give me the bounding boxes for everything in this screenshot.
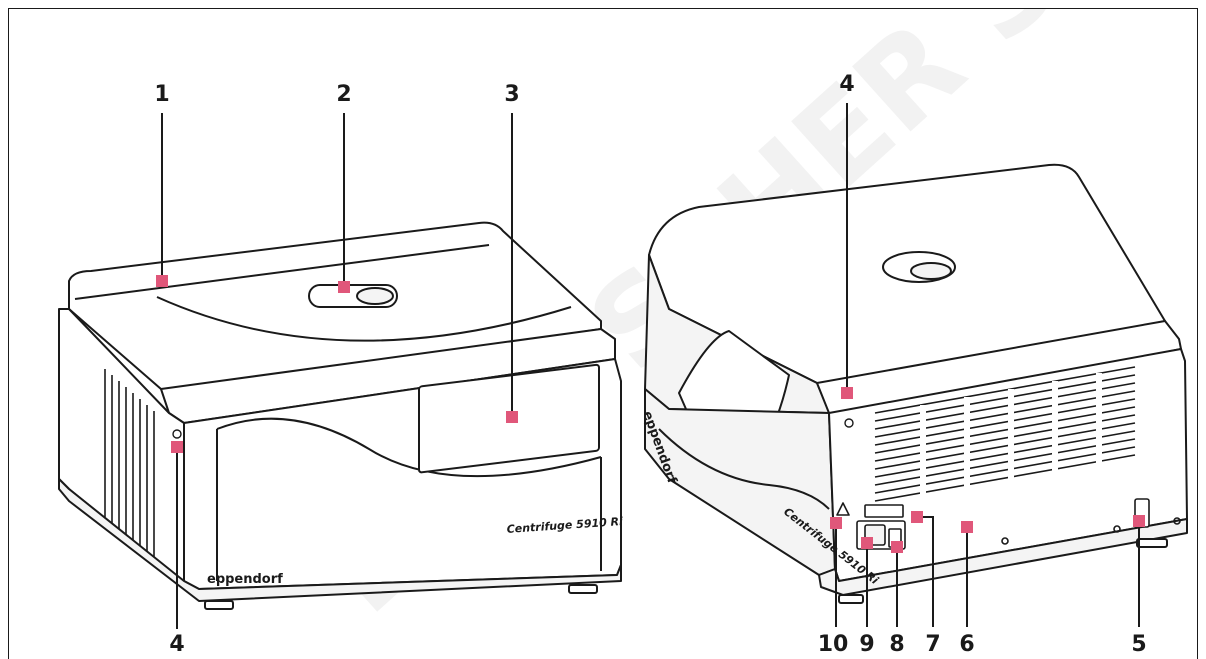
callout-labels: 1 2 3 4 4 10 9 8 7 6 5 <box>154 72 1146 657</box>
interface-port <box>864 504 904 518</box>
callout-6: 6 <box>959 632 974 657</box>
left-base <box>58 478 622 602</box>
right-centrifuge: eppendorf Centrifuge 5910 Ri <box>639 163 1188 604</box>
marker-5 <box>1133 515 1145 527</box>
callout-4-right: 4 <box>839 72 854 97</box>
marker-3 <box>506 411 518 423</box>
figure-frame: DEUTSCHER S eppendorf Centrifu <box>8 8 1198 659</box>
right-side-swoosh <box>658 428 830 510</box>
callout-4-left: 4 <box>169 632 184 657</box>
marker-7 <box>911 511 923 523</box>
left-lid-handle-inner <box>356 287 394 305</box>
leader-lines <box>161 103 1140 629</box>
left-brand-text: eppendorf <box>207 572 283 587</box>
callout-8: 8 <box>889 632 904 657</box>
rear-screw-2 <box>1113 525 1121 533</box>
left-lid-curve <box>156 296 572 342</box>
marker-2 <box>338 281 350 293</box>
callout-1: 1 <box>154 82 169 107</box>
rear-screw-1 <box>1001 537 1009 545</box>
warning-triangle-icon <box>836 502 850 516</box>
right-foot-right <box>1136 538 1168 548</box>
centrifuge-diagram: DEUTSCHER S eppendorf Centrifu <box>58 9 1188 657</box>
marker-4-left <box>171 441 183 453</box>
callout-markers <box>156 275 1145 553</box>
left-centrifuge: eppendorf Centrifuge 5910 Ri <box>58 221 623 610</box>
left-front-swoosh <box>216 417 602 478</box>
right-foot-left <box>838 594 864 604</box>
right-lid-handle-inner <box>910 262 952 280</box>
callout-3: 3 <box>504 82 519 107</box>
left-front-panel-edge <box>216 429 602 581</box>
left-foot-right <box>568 584 598 594</box>
callout-5: 5 <box>1131 632 1146 657</box>
left-foot-front <box>204 600 234 610</box>
callout-10: 10 <box>818 632 849 657</box>
marker-6 <box>961 521 973 533</box>
left-side-vent <box>104 369 155 559</box>
left-symbol-4 <box>172 429 182 439</box>
marker-1 <box>156 275 168 287</box>
callout-7: 7 <box>925 632 940 657</box>
right-rear-vent <box>874 366 1136 502</box>
left-lid-band <box>74 244 490 300</box>
right-symbol-4 <box>844 418 854 428</box>
callout-9: 9 <box>859 632 874 657</box>
marker-9 <box>861 537 873 549</box>
marker-4-right <box>841 387 853 399</box>
callout-2: 2 <box>336 82 351 107</box>
marker-10 <box>830 517 842 529</box>
marker-8 <box>891 541 903 553</box>
rear-screw-3 <box>1173 517 1181 525</box>
